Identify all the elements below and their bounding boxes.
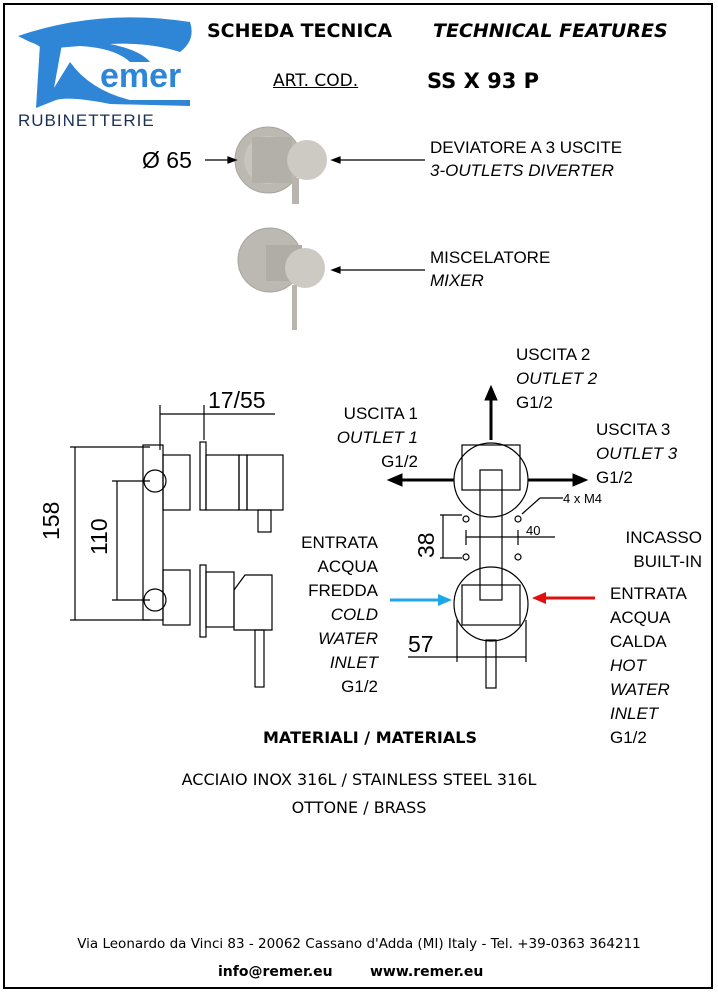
outlet2-en: OUTLET 2 xyxy=(516,369,598,388)
mixer-label-it: MISCELATORE xyxy=(430,248,551,267)
title-italian: SCHEDA TECNICA xyxy=(207,20,393,42)
outlet2-label: USCITA 2 OUTLET 2 G1/2 xyxy=(516,343,597,415)
outlet-arrows xyxy=(386,384,589,487)
dim-height: 158 xyxy=(38,501,64,540)
art-cod-label: ART. COD. xyxy=(273,71,359,91)
diverter-label-en: 3-OUTLETS DIVERTER xyxy=(430,161,614,180)
hot-inlet-label: ENTRATA ACQUA CALDA HOT WATER INLET G1/2 xyxy=(610,582,687,750)
hot-line: ACQUA xyxy=(610,608,671,627)
screws-label: 4 x M4 xyxy=(563,491,603,506)
materials-line-2: OTTONE / BRASS xyxy=(291,798,427,817)
cold-line: WATER xyxy=(318,629,378,648)
mixer-label-en: MIXER xyxy=(430,271,484,290)
page-border xyxy=(3,3,713,989)
hot-line: G1/2 xyxy=(610,728,647,747)
cold-line: FREDDA xyxy=(308,581,378,600)
builtin-it: INCASSO xyxy=(625,528,702,547)
builtin-label: INCASSO BUILT-IN xyxy=(625,526,702,574)
outlet3-en: OUTLET 3 xyxy=(596,444,678,463)
cold-line: G1/2 xyxy=(341,677,378,696)
cold-inlet-label: ENTRATA ACQUA FREDDA COLD WATER INLET G1… xyxy=(301,531,378,699)
outlet3-thread: G1/2 xyxy=(596,468,633,487)
materials-line-1: ACCIAIO INOX 316L / STAINLESS STEEL 316L xyxy=(181,770,537,789)
hot-line: HOT xyxy=(610,656,646,675)
title-english: TECHNICAL FEATURES xyxy=(433,20,668,42)
footer-email[interactable]: info@remer.eu xyxy=(218,964,333,980)
cold-line: ACQUA xyxy=(317,557,378,576)
outlet2-it: USCITA 2 xyxy=(516,345,591,364)
hot-line: WATER xyxy=(610,680,670,699)
dim-spacing: 110 xyxy=(86,518,112,555)
dim-57: 57 xyxy=(408,631,434,657)
builtin-en: BUILT-IN xyxy=(633,552,702,571)
dim-40: 40 xyxy=(526,523,541,538)
footer-website[interactable]: www.remer.eu xyxy=(370,964,484,980)
dim-38: 38 xyxy=(413,532,439,558)
outlet2-thread: G1/2 xyxy=(516,393,553,412)
inlet-arrows xyxy=(390,592,595,606)
side-view-drawing xyxy=(70,405,284,688)
art-cod-value: SS X 93 P xyxy=(427,69,540,93)
hot-line: CALDA xyxy=(610,632,667,651)
cold-line: INLET xyxy=(329,653,378,672)
outlet1-thread: G1/2 xyxy=(381,452,418,471)
outlet3-it: USCITA 3 xyxy=(596,420,671,439)
diameter-label: Ø 65 xyxy=(142,147,192,173)
cold-line: COLD xyxy=(330,605,378,624)
outlet1-label: USCITA 1 OUTLET 1 G1/2 xyxy=(337,402,418,474)
hot-line: INLET xyxy=(610,704,659,723)
hot-line: ENTRATA xyxy=(610,584,687,603)
dim-depth: 17/55 xyxy=(208,387,266,413)
diverter-label-it: DEVIATORE A 3 USCITE xyxy=(430,138,623,157)
remer-logo: emer xyxy=(18,17,192,108)
front-view-drawing xyxy=(408,442,563,689)
outlet1-it: USCITA 1 xyxy=(343,404,418,423)
diverter-render xyxy=(234,126,327,204)
logo-subtitle: RUBINETTERIE xyxy=(18,111,155,130)
footer-address: Via Leonardo da Vinci 83 - 20062 Cassano… xyxy=(77,936,641,952)
logo-wordmark: emer xyxy=(100,57,181,95)
mixer-render xyxy=(237,227,325,330)
outlet1-en: OUTLET 1 xyxy=(336,428,418,447)
pointer-arrows xyxy=(205,156,425,274)
outlet3-label: USCITA 3 OUTLET 3 G1/2 xyxy=(596,418,677,490)
cold-line: ENTRATA xyxy=(301,533,378,552)
materials-title: MATERIALI / MATERIALS xyxy=(263,728,477,747)
